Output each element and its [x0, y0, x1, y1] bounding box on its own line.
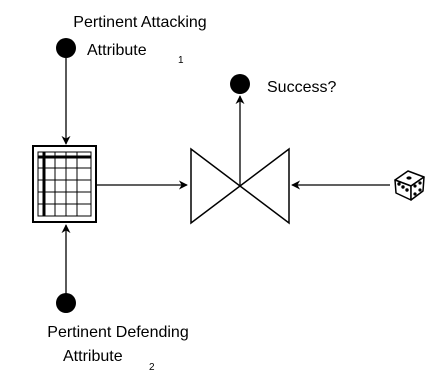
die-icon: [394, 170, 425, 201]
defending-label-line2: Attribute: [63, 348, 123, 365]
defending-attribute-label: Pertinent Defending Attribute 2: [47, 324, 188, 373]
defending-attribute-node: [56, 293, 76, 313]
attacking-label-line2: Attribute: [87, 42, 147, 59]
success-node: [230, 74, 250, 94]
defending-label-subscript: 2: [149, 362, 155, 373]
attacking-label-line1: Pertinent Attacking: [73, 14, 206, 31]
success-label: Success?: [267, 79, 336, 96]
attacking-label-subscript: 1: [178, 55, 184, 66]
defending-label-line1: Pertinent Defending: [47, 324, 188, 341]
attacking-attribute-label: Pertinent Attacking Attribute 1: [73, 14, 206, 66]
grid-table-icon: [32, 145, 97, 223]
attacking-attribute-node: [56, 38, 76, 58]
